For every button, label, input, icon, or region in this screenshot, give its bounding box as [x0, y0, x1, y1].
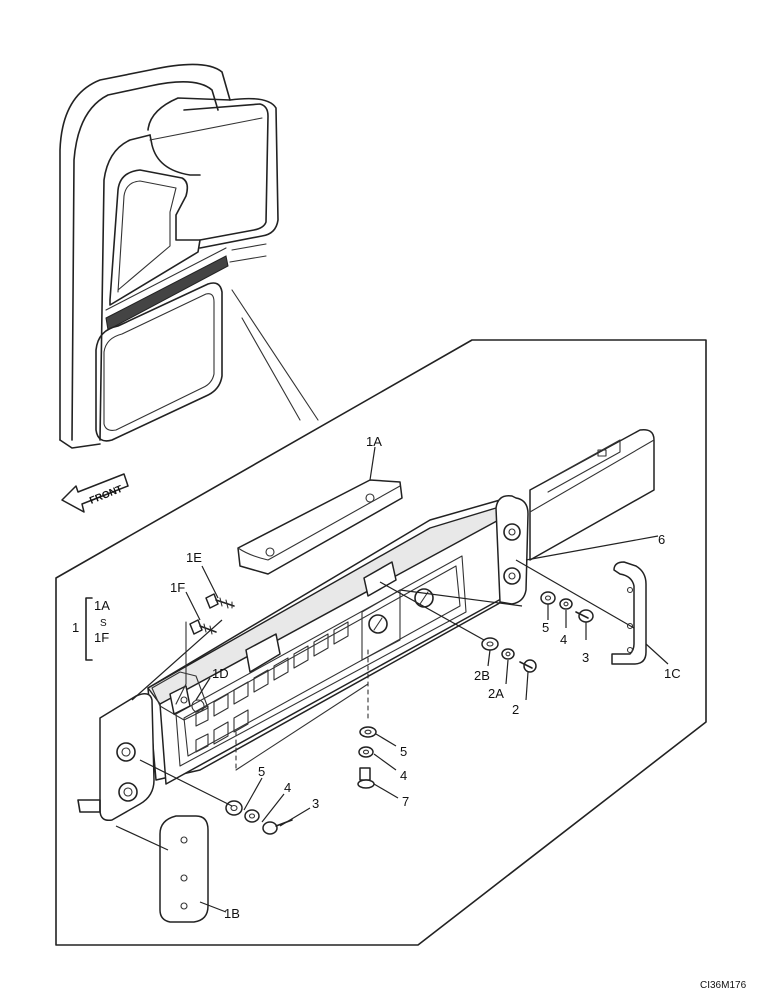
front-direction-arrow: FRONT	[61, 473, 129, 513]
part-labels: 1A 1E 1F 1D 1B 1C 6 5 4 3 2B 2A 2 5 4 7 …	[170, 434, 681, 921]
assembly-separator: S	[100, 618, 107, 629]
lockwasher-4-right	[559, 598, 573, 610]
label-3-right: 3	[582, 650, 589, 665]
label-2b: 2B	[474, 668, 490, 683]
main-console-panel	[147, 499, 521, 785]
part-6-cover-plate	[529, 428, 655, 561]
label-4-right: 4	[560, 632, 567, 647]
label-2: 2	[512, 702, 519, 717]
label-5-left: 5	[258, 764, 265, 779]
screw-2	[519, 659, 537, 673]
label-5-right: 5	[542, 620, 549, 635]
lockwasher-4-left	[244, 809, 260, 823]
screw-3-right	[575, 609, 594, 623]
part-1b-left-trim	[159, 815, 209, 923]
screw-1e	[205, 593, 235, 609]
drawing-code: CI36M176	[700, 980, 747, 991]
label-5-middle: 5	[400, 744, 407, 759]
label-4-middle: 4	[400, 768, 407, 783]
left-end-cap	[77, 671, 209, 822]
label-4-left: 4	[284, 780, 291, 795]
screw-1f	[175, 619, 217, 705]
leader-lines	[115, 446, 669, 913]
washer-2b	[481, 637, 499, 651]
part-1c-right-trim	[611, 561, 647, 665]
cab-outline	[59, 63, 319, 449]
lockwasher-2a	[501, 648, 515, 660]
label-2a: 2A	[488, 686, 504, 701]
washer-5-left	[225, 800, 243, 816]
label-6: 6	[658, 532, 665, 547]
label-3-left: 3	[312, 796, 319, 811]
screw-7	[357, 767, 375, 789]
lockwasher-4-middle	[358, 746, 374, 758]
assembly-bracket: 1 1A S 1F	[72, 597, 110, 661]
assembly-main-number: 1	[72, 620, 79, 635]
label-7: 7	[402, 794, 409, 809]
label-1c: 1C	[664, 666, 681, 681]
washer-5-right	[540, 591, 556, 605]
label-1a-top: 1A	[366, 434, 382, 449]
washer-5-middle	[359, 726, 377, 738]
label-1e: 1E	[186, 550, 202, 565]
label-1b: 1B	[224, 906, 240, 921]
assembly-to: 1F	[94, 630, 109, 645]
label-1d: 1D	[212, 666, 229, 681]
assembly-from: 1A	[94, 598, 110, 613]
label-1f: 1F	[170, 580, 185, 595]
right-end-cap	[495, 495, 529, 605]
detail-frame	[55, 339, 707, 946]
